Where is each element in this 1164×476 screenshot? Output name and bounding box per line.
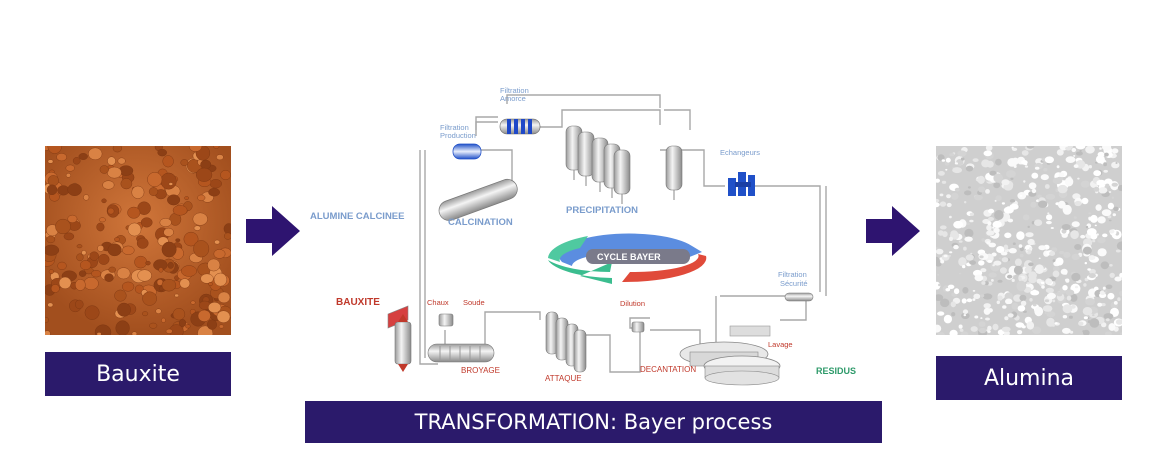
broyage-label: BROYAGE [461, 366, 500, 375]
calcination-label: CALCINATION [448, 217, 513, 228]
bauxite-photo [45, 146, 231, 335]
filtration-production-unit [452, 143, 482, 160]
bauxite-label-text: Bauxite [96, 361, 180, 387]
calcination-kiln [438, 178, 518, 221]
chaux-label: Chaux [427, 298, 449, 307]
banner-text: TRANSFORMATION: Bayer process [414, 410, 773, 434]
alumina-photo [936, 146, 1122, 335]
soude-label: Soude [463, 298, 485, 307]
filtration-production-label-2: Production [440, 131, 476, 140]
right-arrow-icon [246, 206, 300, 256]
dilution-label: Dilution [620, 299, 645, 308]
cycle-bayer-icon [548, 233, 707, 284]
filtration-amorce-label-1: Filtration [500, 86, 529, 95]
echangeurs-unit [728, 172, 755, 196]
bayer-process-banner: TRANSFORMATION: Bayer process [305, 401, 882, 443]
residus-label: RESIDUS [816, 366, 856, 376]
filtration-securite-label-2: Sécurité [780, 279, 808, 288]
alumina-label: Alumina [936, 356, 1122, 400]
filtration-production-label-1: Filtration [440, 123, 469, 132]
alumina-label-text: Alumina [983, 365, 1075, 391]
echangeurs-label: Echangeurs [720, 148, 760, 157]
bauxite-label: Bauxite [45, 352, 231, 396]
lavage-label: Lavage [768, 340, 793, 349]
bauxite-feeder [387, 305, 412, 372]
decantation-label: DECANTATION [640, 365, 696, 374]
filtration-securite-unit [784, 292, 814, 302]
dilution-tank [631, 321, 645, 333]
bauxite-diagram-label: BAUXITE [336, 297, 380, 308]
alumine-calcinee-label: ALUMINE CALCINEE [310, 211, 404, 222]
attaque-label: ATTAQUE [545, 374, 582, 383]
broyage-mill [427, 313, 495, 363]
cycle-bayer-label: CYCLE BAYER [597, 252, 661, 262]
right-arrow-icon [866, 206, 920, 256]
precipitation-label: PRECIPITATION [566, 205, 638, 216]
attaque-tanks [545, 311, 587, 373]
filtration-securite-label-1: Filtration [778, 270, 807, 279]
decantation-thickeners [679, 325, 781, 386]
precipitation-tanks [565, 125, 683, 204]
filtration-amorce-unit [499, 118, 541, 135]
filtration-amorce-label-2: Amorce [500, 94, 526, 103]
